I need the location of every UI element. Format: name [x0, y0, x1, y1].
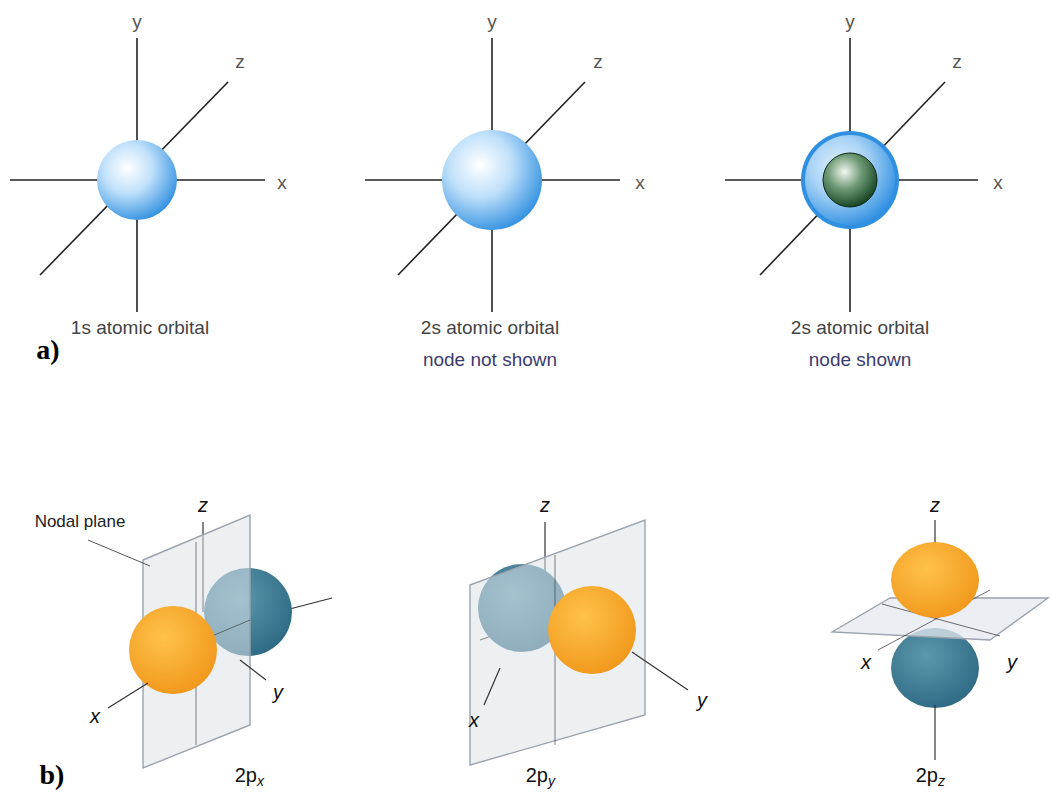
axis-label: y: [487, 12, 497, 33]
s-orbital: [97, 140, 177, 220]
axis-label: z: [235, 52, 245, 73]
p-orbital: [88, 515, 332, 768]
axis-label: z: [540, 494, 550, 516]
axis-label: z: [952, 52, 962, 73]
axis-label: x: [993, 173, 1003, 194]
orbital-caption: 2s atomic orbital: [421, 318, 559, 339]
orbital-note: node shown: [809, 350, 911, 371]
p-orbital: [832, 520, 1048, 760]
axis-label: x: [861, 651, 871, 673]
orbital-caption: 1s atomic orbital: [71, 318, 209, 339]
s-orbital: [442, 130, 542, 230]
axis-label: y: [273, 681, 283, 703]
orbital-subscript: x: [257, 774, 264, 789]
p-orbital: [470, 520, 688, 765]
axis-label: y: [1007, 651, 1017, 673]
orbital-subscript: z: [938, 774, 945, 789]
axis-label: x: [90, 705, 100, 727]
axes: [10, 38, 265, 312]
axes: [365, 38, 620, 312]
leader-line: [88, 540, 150, 566]
axis-label: x: [469, 709, 479, 731]
panel-tag: a): [36, 335, 59, 366]
panel-tag: b): [40, 760, 65, 791]
orbital-caption: 2p: [235, 764, 257, 786]
axis-label: y: [697, 689, 707, 711]
axis-label: z: [198, 494, 208, 516]
axis-label: x: [635, 173, 645, 194]
orbital-subscript: y: [548, 774, 555, 789]
orbital-caption: 2p: [526, 764, 548, 786]
orbital-note: node not shown: [423, 350, 557, 371]
plane-label: Nodal plane: [35, 513, 126, 532]
axis-label: x: [277, 173, 287, 194]
axis-label: y: [132, 12, 142, 33]
s-orbital: [801, 131, 899, 229]
axis-label: y: [845, 12, 855, 33]
orbital-caption: 2p: [916, 764, 938, 786]
radial-node: [823, 153, 877, 207]
axes: [725, 38, 978, 312]
axis-label: z: [930, 494, 940, 516]
axis-label: z: [593, 52, 603, 73]
orbital-caption: 2s atomic orbital: [791, 318, 929, 339]
